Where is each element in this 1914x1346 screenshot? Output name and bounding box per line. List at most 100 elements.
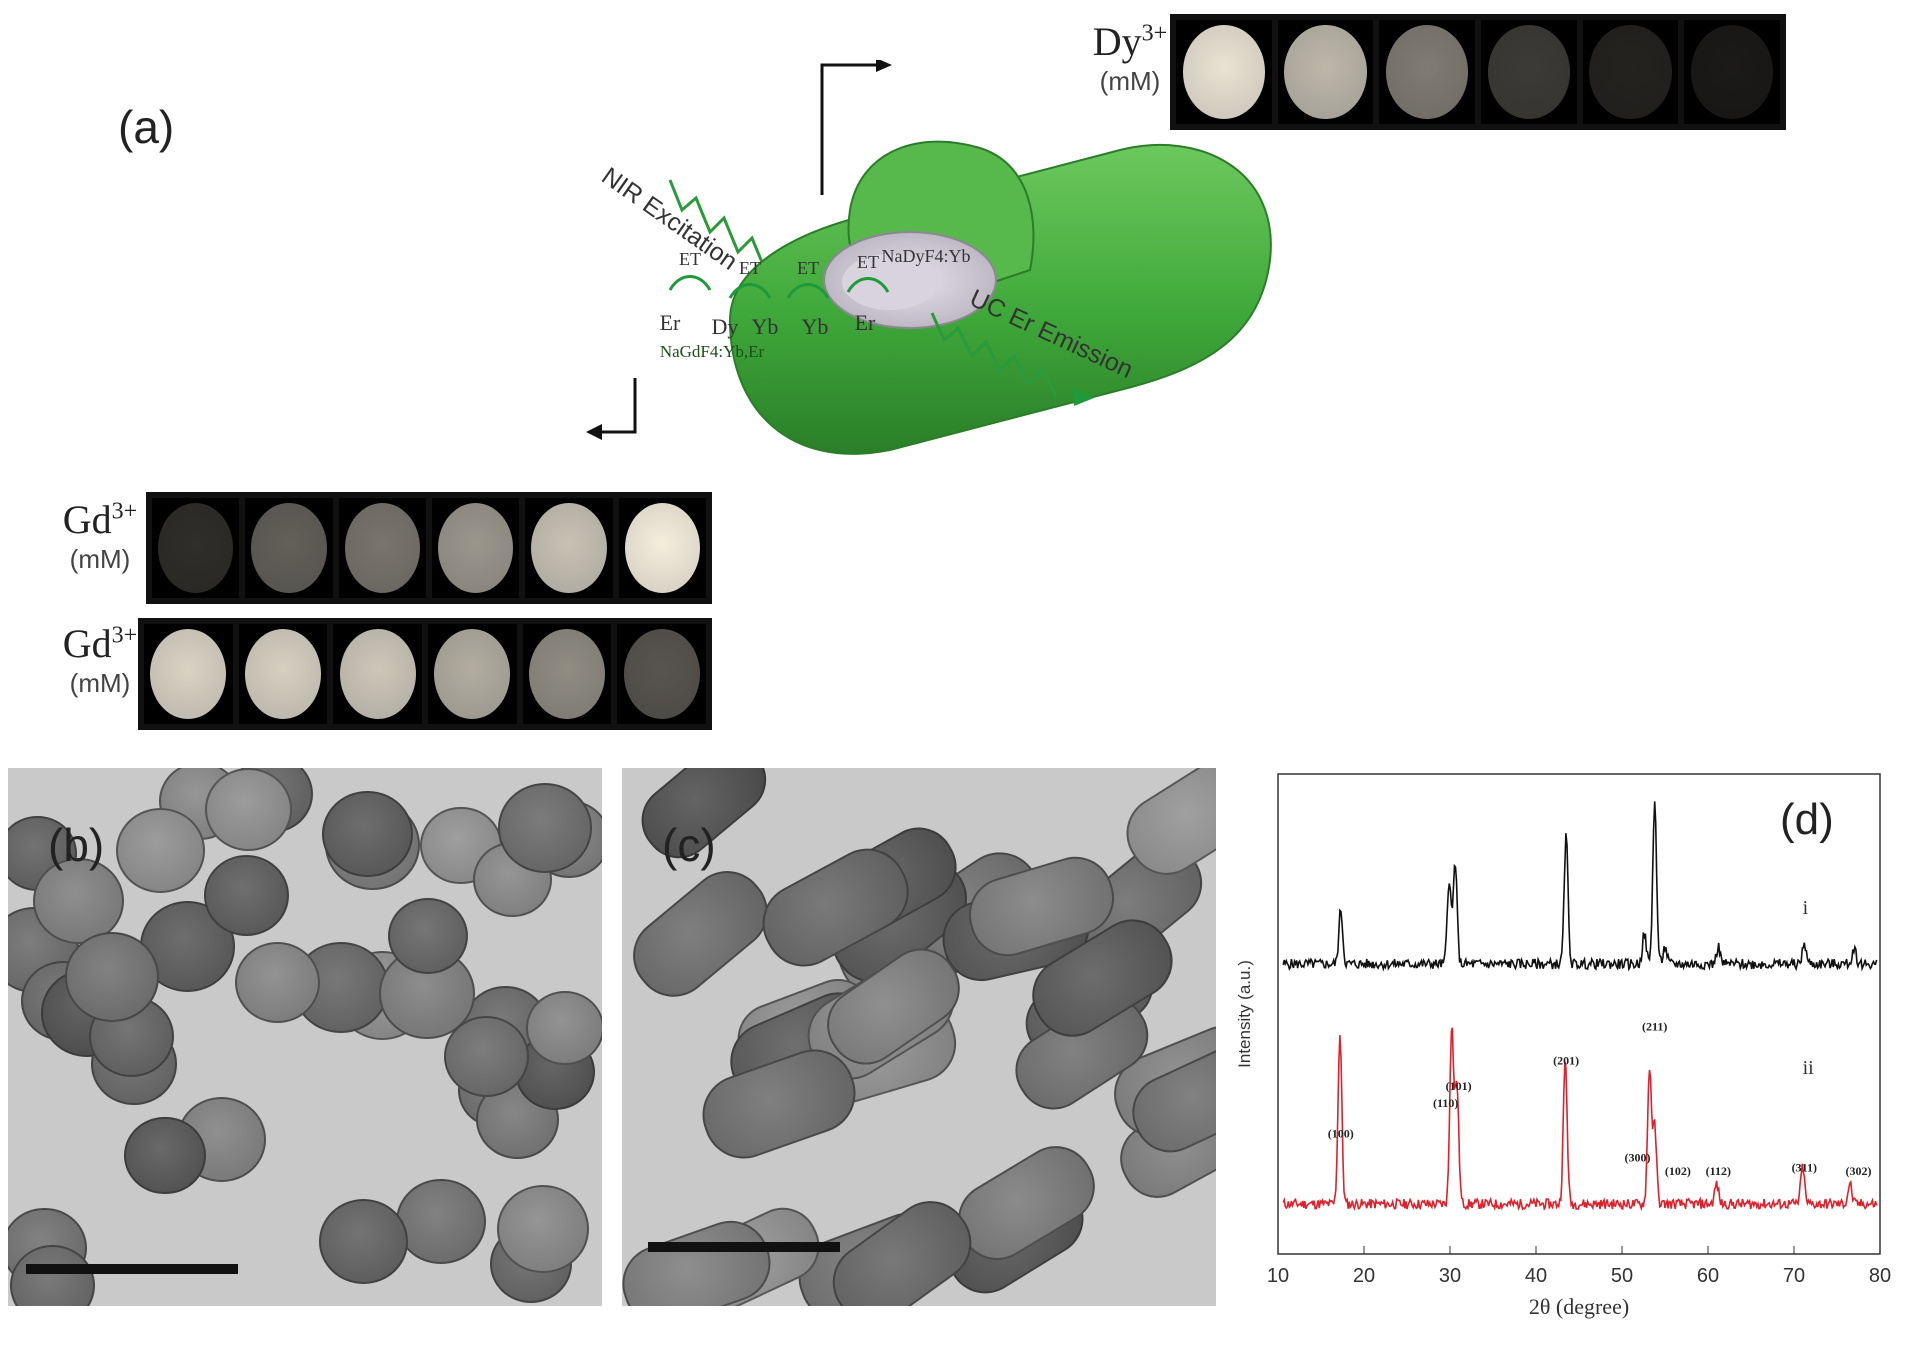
gd-arrow (600, 378, 637, 434)
nanoparticle (10, 1244, 96, 1306)
et-label-2: ET (739, 258, 761, 278)
x-tick-label: 10 (1267, 1265, 1289, 1287)
nanoparticle (318, 1198, 409, 1284)
gd-t1-strip (146, 492, 712, 604)
core-composition-label: NaDyF4:Yb (882, 246, 971, 266)
hkl-annotation: (101) (1446, 1079, 1472, 1093)
core-inner (842, 254, 938, 310)
mri-phantom (624, 503, 700, 593)
mri-phantom (339, 629, 416, 719)
energy-transfer-arcs (668, 275, 890, 299)
mri-phantom (528, 629, 606, 719)
mri-phantom (438, 503, 514, 593)
x-axis-label: 2θ (degree) (1529, 1294, 1629, 1319)
x-tick-label: 30 (1439, 1265, 1461, 1287)
mri-cell (1176, 20, 1272, 124)
ion-label-er-1: Er (660, 310, 681, 335)
mri-cell (333, 624, 423, 724)
dy-relaxation-strip (1170, 14, 1786, 130)
dy-arrowhead (876, 60, 892, 72)
mri-phantom (1691, 25, 1774, 119)
mri-phantom (531, 503, 607, 593)
mri-cell (245, 498, 333, 598)
panel-d-label: (d) (1780, 795, 1834, 844)
nir-excitation-label: NIR Excitation (597, 162, 743, 276)
nanoparticle (65, 931, 160, 1022)
uc-emission-wave (930, 312, 1058, 397)
ion-label-dy: Dy (712, 314, 739, 339)
y-axis-label: Intensity (a.u.) (1235, 960, 1254, 1068)
mri-cell (525, 498, 613, 598)
nanoparticle (234, 941, 320, 1023)
mri-cell (618, 498, 706, 598)
mri-phantom (1487, 25, 1570, 119)
series-i-line (1282, 801, 1878, 972)
mri-phantom (344, 503, 420, 593)
gd-strip-label-t1: Gd3+ (mM) (62, 497, 138, 575)
mri-phantom (150, 629, 227, 719)
ion-label-er-2: Er (855, 310, 876, 335)
panel-a-label: (a) (118, 101, 175, 153)
nanoparticle (115, 807, 206, 893)
nanoparticle (203, 854, 289, 936)
series-label-i: i (1803, 897, 1809, 919)
gd-strip-label-t2: Gd3+ (mM) (62, 621, 138, 699)
mri-cell (338, 498, 426, 598)
tem-image-b (8, 768, 602, 1306)
mri-phantom (251, 503, 327, 593)
hkl-annotation: (311) (1792, 1161, 1817, 1175)
nanoparticle (443, 1015, 529, 1097)
mri-cell (431, 498, 520, 598)
nanoparticle (33, 857, 124, 944)
series-ii-line (1282, 1027, 1878, 1212)
nanoparticle (388, 898, 469, 975)
panel-b-label: (b) (48, 819, 105, 871)
panel-c-label: (c) (662, 819, 716, 871)
x-tick-label: 80 (1869, 1265, 1891, 1287)
nanoparticle (496, 1184, 590, 1273)
mri-cell (1481, 20, 1577, 124)
scale-bar-b (26, 1264, 238, 1274)
mri-cell (144, 624, 233, 724)
hkl-annotation: (201) (1553, 1054, 1579, 1068)
mri-phantom (1589, 25, 1672, 119)
ion-label-yb-1: Yb (752, 314, 779, 339)
uc-arrowhead (1072, 388, 1094, 406)
x-tick-label: 70 (1783, 1265, 1805, 1287)
x-tick-label: 40 (1525, 1265, 1547, 1287)
mri-cell (522, 624, 612, 724)
mri-phantom (1284, 25, 1367, 119)
nanoparticle (124, 1116, 206, 1195)
ion-label-yb-2: Yb (802, 314, 829, 339)
mri-phantom (434, 629, 511, 719)
et-label-1: ET (679, 249, 701, 269)
mri-cell (1684, 20, 1781, 124)
x-tick-label: 50 (1611, 1265, 1633, 1287)
mri-cell (152, 498, 240, 598)
dy-arrow (820, 63, 880, 195)
hkl-annotation: (300) (1624, 1150, 1650, 1164)
dy-strip-label: Dy3+ (mM) (1092, 19, 1168, 97)
mri-cell (1582, 20, 1679, 124)
x-tick-label: 60 (1697, 1265, 1719, 1287)
hkl-annotation: (110) (1433, 1096, 1458, 1110)
shell-composition-label: NaGdF4:Yb,Er (660, 342, 765, 361)
mri-cell (1277, 20, 1374, 124)
mri-phantom (1182, 25, 1265, 119)
hkl-annotation: (302) (1846, 1164, 1872, 1178)
mri-cell (238, 624, 328, 724)
et-label-3: ET (797, 258, 819, 278)
core-shell-schematic: NIR Excitation UC Er Emission NaDyF4:Yb … (586, 60, 1272, 455)
tem-image-c (622, 768, 1216, 1306)
plot-frame (1277, 773, 1881, 1255)
nanoparticle (497, 783, 592, 873)
x-tick-label: 20 (1353, 1265, 1375, 1287)
series-label-ii: ii (1803, 1057, 1815, 1079)
mri-phantom (1386, 25, 1469, 119)
hkl-annotation: (102) (1665, 1164, 1691, 1178)
hkl-annotation: (112) (1706, 1164, 1731, 1178)
mri-cell (428, 624, 517, 724)
mri-cell (617, 624, 707, 724)
nanoparticle (396, 1178, 487, 1265)
